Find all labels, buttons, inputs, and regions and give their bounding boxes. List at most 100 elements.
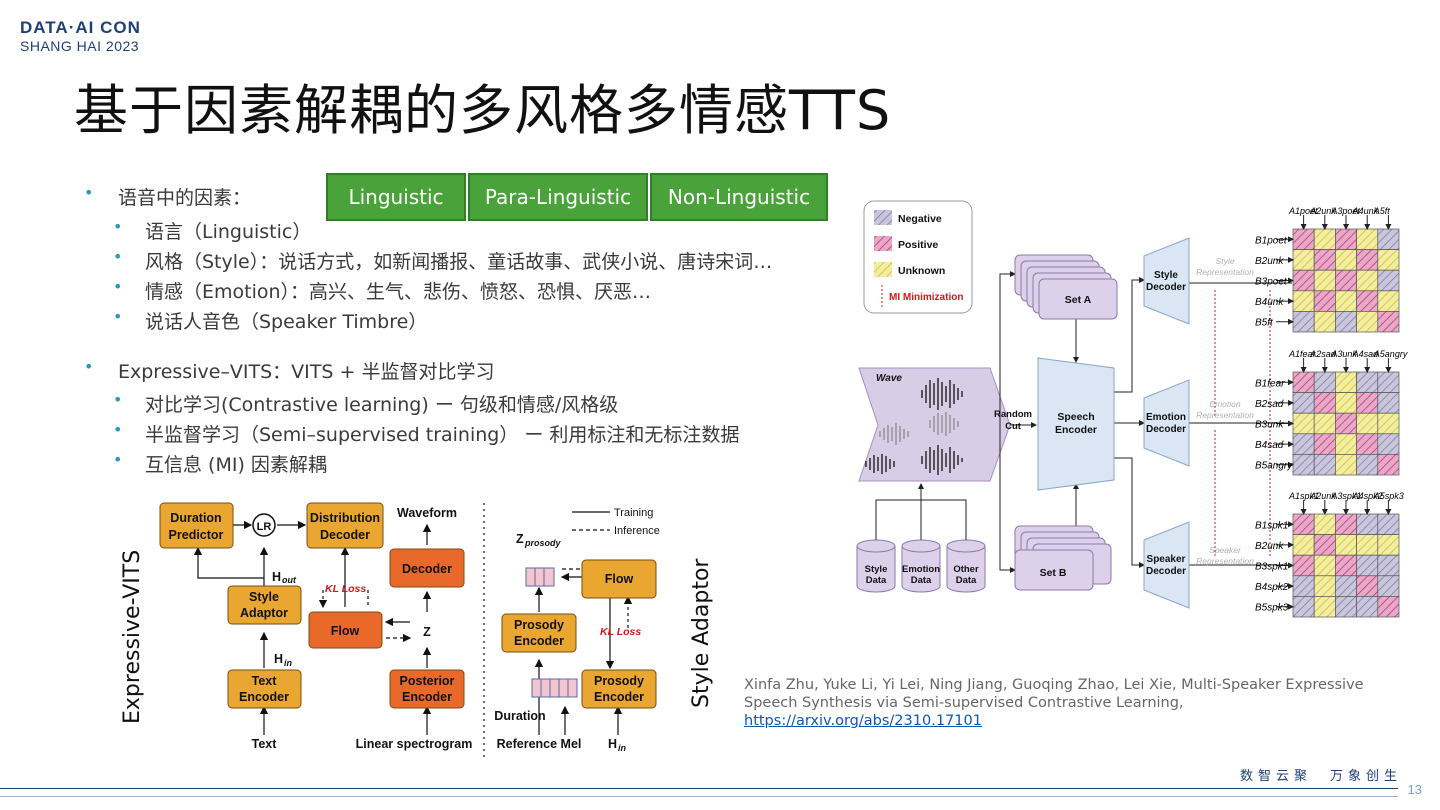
matrix-cell — [1292, 371, 1315, 393]
matrix-cell — [1292, 392, 1315, 414]
matrix-cell — [1377, 392, 1400, 414]
matrix-row-label: B1poet — [1255, 235, 1288, 246]
prosody-encoder-1-line1: Prosody — [514, 618, 564, 632]
legend-negative: Negative — [898, 213, 942, 225]
matrix-row-label: B5spk3 — [1255, 603, 1289, 614]
matrix-cell — [1313, 575, 1336, 597]
bullet-text: 半监督学习（Semi–supervised training） ー 利用标注和无… — [145, 424, 740, 446]
matrix-cell — [1292, 249, 1315, 271]
legend-unknown: Unknown — [898, 265, 945, 277]
style-representation-line2: Representation — [1196, 267, 1254, 277]
matrix-cell — [1377, 454, 1400, 476]
text-input-label: Text — [252, 737, 278, 751]
matrix-cell — [1356, 269, 1379, 292]
matrix-row-label: B5ft — [1255, 318, 1274, 329]
matrix-cell — [1313, 554, 1336, 577]
matrix-cell — [1313, 433, 1336, 455]
matrix-cell — [1335, 392, 1357, 414]
page-number: 13 — [1407, 782, 1422, 797]
matrix-cell — [1335, 412, 1357, 435]
matrix-cell — [1377, 596, 1400, 618]
set-a-label: Set A — [1065, 294, 1092, 306]
posterior-encoder-line1: Posterior — [400, 674, 455, 688]
bullet-text: 互信息 (MI) 因素解耦 — [145, 454, 327, 476]
matrix-col-label: A2unk — [1309, 491, 1336, 501]
matrix-cell — [1377, 575, 1400, 597]
similarity-matrices: B1poetB2unkB3poetB4unkB5ftA1poetA2unkA3p… — [1255, 206, 1408, 618]
matrix-cell — [1356, 412, 1379, 435]
matrix-cell — [1356, 290, 1379, 312]
matrix-row-label: B3poet — [1255, 277, 1288, 288]
random-cut-line1: Random — [994, 409, 1032, 420]
matrix-cell — [1335, 554, 1357, 577]
style-adaptor-line2: Adaptor — [240, 606, 288, 620]
matrix-cell — [1292, 433, 1315, 455]
matrix-cell — [1313, 249, 1336, 271]
flow-2-box-label: Flow — [605, 572, 634, 586]
matrix-cell — [1313, 534, 1336, 556]
matrix-cell — [1292, 596, 1315, 618]
matrix-cell — [1335, 311, 1357, 333]
expressive-vits-diagram: Duration Predictor LR Distribution Decod… — [159, 502, 660, 758]
matrix-cell — [1292, 513, 1315, 535]
matrix-row-label: B1fear — [1255, 378, 1285, 389]
reference-link[interactable]: https://arxiv.org/abs/2310.17101 — [744, 713, 982, 729]
matrix-cell — [1356, 596, 1379, 618]
matrix-cell — [1356, 575, 1379, 597]
bullet-text: 对比学习(Contrastive learning) ー 句级和情感/风格级 — [145, 394, 619, 416]
speaker-decoder-line2: Decoder — [1146, 566, 1186, 577]
distribution-decoder-line1: Distribution — [310, 511, 380, 525]
matrix-cell — [1292, 412, 1315, 435]
matrix-cell — [1292, 311, 1315, 333]
matrix-cell — [1313, 269, 1336, 292]
matrix-cell — [1356, 228, 1379, 250]
matrix-cell — [1377, 433, 1400, 455]
matrix-col-label: A5ft — [1373, 206, 1391, 216]
matrix-cell — [1313, 392, 1336, 414]
footer-slogan: 数智云聚 万象创生 — [1239, 769, 1402, 784]
prosody-encoder-2-line2: Encoder — [594, 690, 644, 704]
matrix-cell — [1335, 290, 1357, 312]
emotion-decoder-line2: Decoder — [1146, 424, 1186, 435]
matrix-col-label: A2unk — [1309, 206, 1336, 216]
text-encoder-line1: Text — [252, 674, 278, 688]
matrix-row-label: B2unk — [1255, 256, 1284, 267]
matrix-cell — [1335, 269, 1357, 292]
matrix-cell — [1377, 249, 1400, 271]
duration-predictor-line2: Predictor — [169, 528, 224, 542]
bullet-text: Expressive–VITS：VITS + 半监督对比学习 — [118, 361, 495, 383]
bullet-item: •Expressive–VITS：VITS + 半监督对比学习 — [84, 357, 495, 383]
logo-line-2: SHANG HAI 2023 — [20, 38, 140, 54]
flow-box-label: Flow — [331, 624, 360, 638]
matrix-cell — [1313, 412, 1336, 435]
bullet-item: •语言（Linguistic） — [113, 217, 312, 243]
matrix-col-label: A4spk2 — [1352, 491, 1383, 501]
speech-encoder-line1: Speech — [1057, 411, 1094, 423]
matrix-col-label: A2sad — [1309, 349, 1337, 359]
bullet-item: •对比学习(Contrastive learning) ー 句级和情感/风格级 — [113, 390, 619, 416]
h-in-2-subscript: in — [618, 743, 627, 753]
other-data-line1: Other — [953, 564, 979, 575]
reference-text: Xinfa Zhu, Yuke Li, Yi Lei, Ning Jiang, … — [744, 677, 1364, 711]
speech-encoder-line2: Encoder — [1055, 424, 1097, 436]
matrix-col-label: A3spk1 — [1330, 491, 1361, 501]
training-legend: Training — [614, 507, 653, 519]
matrix-col-label: A5angry — [1373, 349, 1408, 359]
posterior-encoder-line2: Encoder — [402, 690, 452, 704]
matrix-cell — [1356, 554, 1379, 577]
matrix-cell — [1356, 433, 1379, 455]
style-adaptor-label: Style Adaptor — [689, 558, 714, 708]
matrix-cell — [1356, 392, 1379, 414]
matrix-cell — [1313, 371, 1336, 393]
matrix-cell — [1377, 554, 1400, 577]
lr-label: LR — [257, 521, 272, 533]
bullet-text: 说话人音色（Speaker Timbre） — [145, 311, 428, 333]
semi-supervised-contrastive-diagram: Negative Positive Unknown MI Minimizatio… — [856, 200, 1408, 618]
logo-line-1: DATA·AI CON — [20, 18, 141, 37]
matrix-row-label: B4unk — [1255, 297, 1284, 308]
z-prosody-subscript: prosody — [524, 538, 561, 548]
matrix-row-label: B5angry — [1255, 461, 1293, 472]
style-data-line2: Data — [866, 575, 887, 586]
bullet-text: 情感（Emotion）：高兴、生气、悲伤、愤怒、恐惧、厌恶… — [145, 281, 652, 303]
matrix-cell — [1335, 433, 1357, 455]
